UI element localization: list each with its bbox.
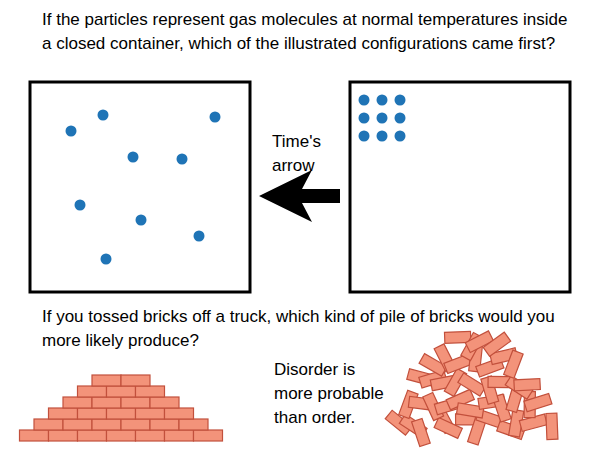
gas-molecules xyxy=(359,95,406,142)
brick xyxy=(63,419,92,430)
brick xyxy=(34,419,63,430)
brick xyxy=(92,397,121,408)
brick xyxy=(92,419,121,430)
brick xyxy=(504,350,523,378)
brick xyxy=(121,375,150,386)
brick xyxy=(49,408,78,419)
brick xyxy=(546,413,558,439)
brick xyxy=(121,419,150,430)
brick xyxy=(412,418,431,446)
brick xyxy=(20,430,49,441)
brick xyxy=(121,397,150,408)
brick-pyramid xyxy=(20,375,223,441)
brick xyxy=(136,430,165,441)
brick xyxy=(136,408,165,419)
brick xyxy=(165,430,194,441)
brick xyxy=(78,430,107,441)
brick xyxy=(179,419,208,430)
brick xyxy=(63,397,92,408)
brick xyxy=(107,408,136,419)
brick xyxy=(136,386,165,397)
brick xyxy=(483,332,511,356)
brick xyxy=(107,430,136,441)
brick xyxy=(165,408,194,419)
brick xyxy=(78,408,107,419)
brick xyxy=(107,386,136,397)
brick-pile xyxy=(385,331,558,447)
brick xyxy=(49,430,78,441)
brick xyxy=(78,386,107,397)
brick xyxy=(92,375,121,386)
brick xyxy=(514,379,541,391)
note-text: Disorder is more probable than order. xyxy=(274,358,392,430)
container-box xyxy=(30,82,250,292)
question-text: If you tossed bricks off a truck, which … xyxy=(42,305,562,353)
arrow-label: Time's arrow xyxy=(272,130,344,178)
brick xyxy=(150,397,179,408)
question-text: If the particles represent gas molecules… xyxy=(42,8,572,56)
gas-molecules xyxy=(66,110,221,265)
container-box xyxy=(350,82,570,292)
brick xyxy=(194,430,223,441)
time-arrow xyxy=(259,170,340,222)
brick xyxy=(150,419,179,430)
